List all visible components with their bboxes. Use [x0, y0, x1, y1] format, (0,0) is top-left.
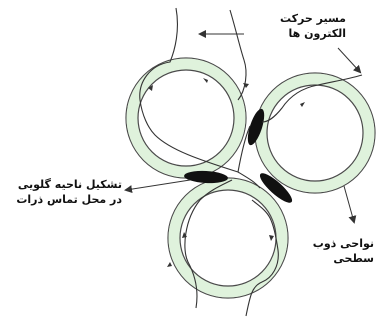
leader-electron-path-right — [338, 48, 360, 72]
leader-glow-region — [126, 180, 190, 190]
label-glow-region-line2: در محل تماس ذرات — [16, 193, 122, 208]
label-surface-melt-line2: سطحی — [313, 252, 374, 267]
label-electron-path: مسیر حرکت الکترون ها — [280, 12, 346, 42]
label-electron-path-line2: الکترون ها — [280, 27, 346, 42]
label-surface-melt-line1: نواحی ذوب — [313, 237, 374, 252]
leader-surface-melt — [344, 186, 354, 222]
label-glow-region-line1: تشکیل ناحیه گلویی — [16, 178, 122, 193]
label-electron-path-line1: مسیر حرکت — [280, 12, 346, 27]
particle-right — [255, 73, 375, 193]
label-glow-region: تشکیل ناحیه گلویی در محل تماس ذرات — [16, 178, 122, 208]
label-surface-melt: نواحی ذوب سطحی — [313, 237, 374, 267]
